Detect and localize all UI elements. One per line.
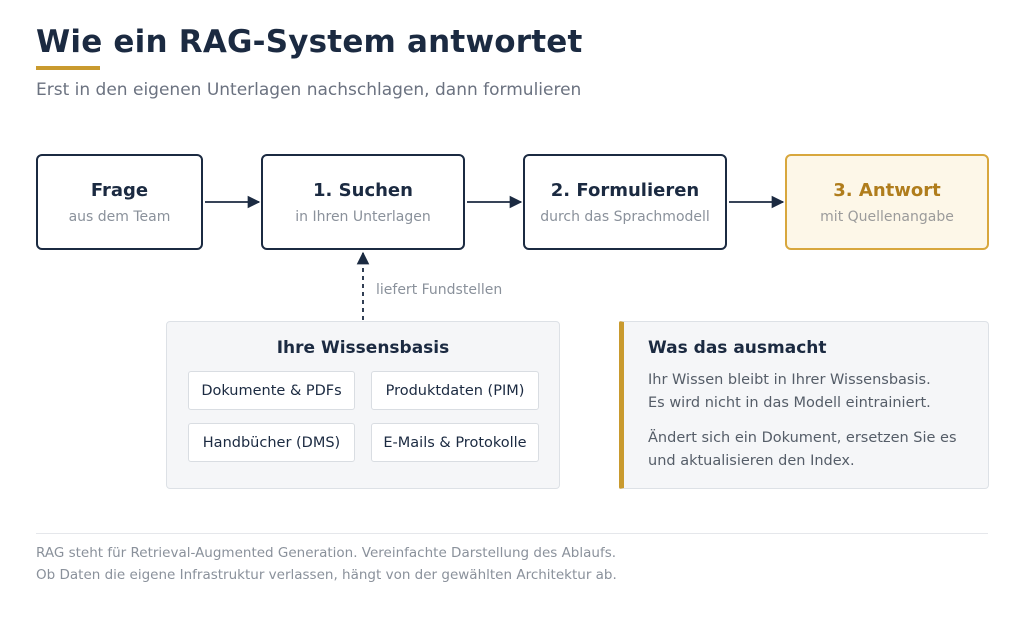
step-antwort-sub: mit Quellenangabe bbox=[820, 208, 954, 225]
step-suchen-title: 1. Suchen bbox=[313, 179, 413, 201]
page-title: Wie ein RAG-System antwortet bbox=[36, 24, 583, 60]
info-title: Was das ausmacht bbox=[648, 338, 827, 358]
kb-item-documents: Dokumente & PDFs bbox=[188, 371, 355, 410]
step-frage: Frage aus dem Team bbox=[36, 154, 203, 250]
info-line: Es wird nicht in das Modell eintrainiert… bbox=[648, 395, 931, 411]
info-paragraph-2: Ändert sich ein Dokument, ersetzen Sie e… bbox=[648, 427, 957, 473]
step-antwort: 3. Antwort mit Quellenangabe bbox=[785, 154, 989, 250]
kb-item-manuals: Handbücher (DMS) bbox=[188, 423, 355, 462]
step-frage-sub: aus dem Team bbox=[68, 208, 171, 225]
step-formulieren: 2. Formulieren durch das Sprachmodell bbox=[523, 154, 727, 250]
step-frage-title: Frage bbox=[90, 179, 149, 201]
step-antwort-title: 3. Antwort bbox=[833, 179, 941, 201]
step-formulieren-title: 2. Formulieren bbox=[550, 179, 700, 201]
footer-line-1: RAG steht für Retrieval-Augmented Genera… bbox=[36, 545, 617, 561]
footer-line-2: Ob Daten die eigene Infrastruktur verlas… bbox=[36, 567, 617, 583]
page-subtitle: Erst in den eigenen Unterlagen nachschla… bbox=[36, 80, 582, 100]
info-line: Ihr Wissen bleibt in Ihrer Wissensbasis. bbox=[648, 372, 931, 388]
info-paragraph-1: Ihr Wissen bleibt in Ihrer Wissensbasis.… bbox=[648, 369, 931, 415]
step-suchen-sub: in Ihren Unterlagen bbox=[295, 208, 431, 225]
knowledge-base-panel: Ihre Wissensbasis Dokumente & PDFs Produ… bbox=[166, 321, 560, 489]
info-panel: Was das ausmacht Ihr Wissen bleibt in Ih… bbox=[619, 321, 989, 489]
footer-divider bbox=[36, 533, 988, 534]
kb-item-emails: E-Mails & Protokolle bbox=[371, 423, 539, 462]
info-line: und aktualisieren den Index. bbox=[648, 453, 855, 469]
kb-item-product-data: Produktdaten (PIM) bbox=[371, 371, 539, 410]
retrieval-label: liefert Fundstellen bbox=[376, 282, 503, 298]
knowledge-base-title: Ihre Wissensbasis bbox=[276, 338, 450, 358]
title-underline bbox=[36, 66, 100, 70]
step-formulieren-sub: durch das Sprachmodell bbox=[540, 208, 710, 225]
step-suchen: 1. Suchen in Ihren Unterlagen bbox=[261, 154, 465, 250]
info-line: Ändert sich ein Dokument, ersetzen Sie e… bbox=[648, 430, 957, 446]
